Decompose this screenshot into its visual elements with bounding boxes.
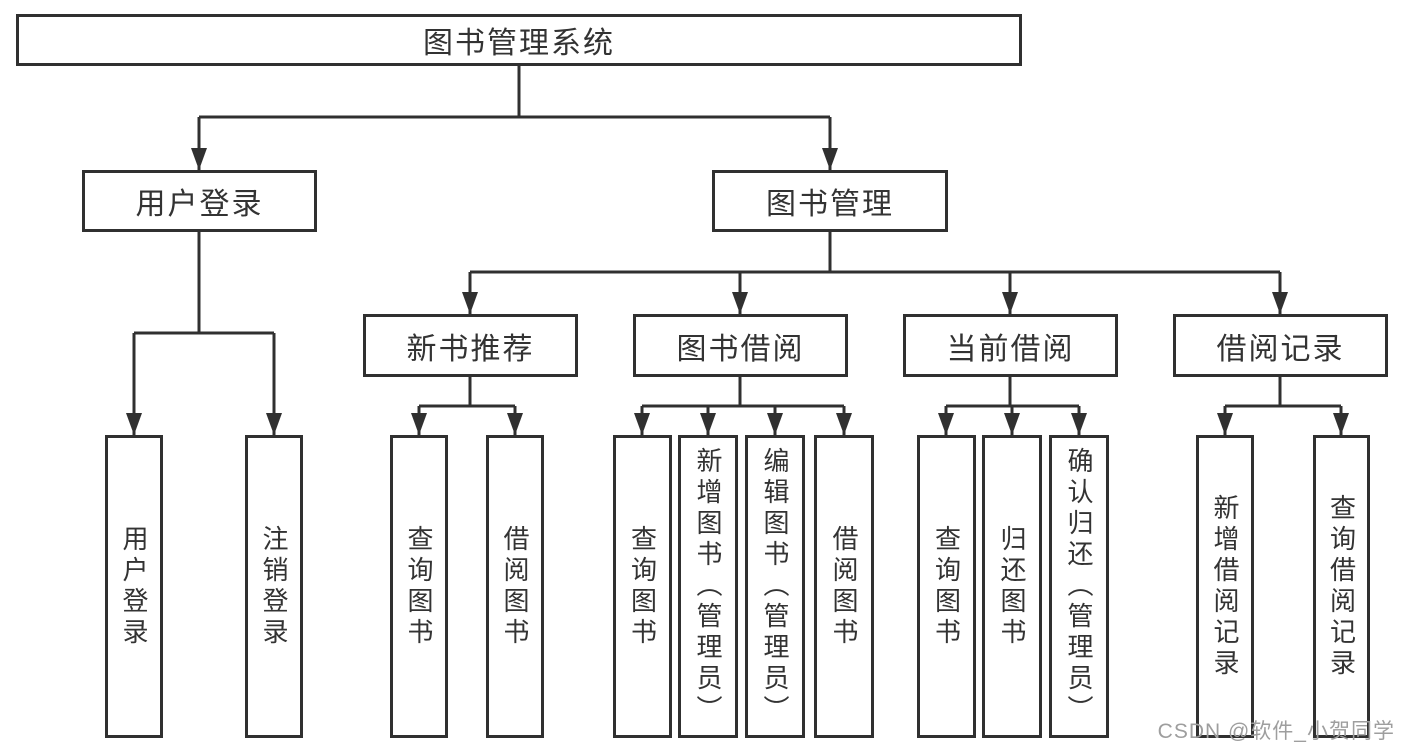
leaf-label: 编辑图书（管理员） [760, 447, 790, 726]
leaf-label: 查询图书 [931, 524, 962, 649]
leaf-label: 注销登录 [259, 524, 289, 649]
leaf-label: 新增借阅记录 [1210, 493, 1240, 680]
node-book-borrow: 图书借阅 [633, 314, 848, 377]
leaf-query-borrow-record: 查询借阅记录 [1313, 435, 1370, 738]
leaf-label: 归还图书 [997, 524, 1027, 649]
node-book-management: 图书管理 [712, 170, 948, 232]
leaf-label: 借阅图书 [829, 524, 859, 649]
node-user-login: 用户登录 [82, 170, 317, 232]
leaf-add-borrow-record: 新增借阅记录 [1196, 435, 1254, 738]
leaf-label: 查询图书 [627, 524, 658, 649]
leaf-label: 查询借阅记录 [1326, 493, 1357, 680]
leaf-label: 确认归还（管理员） [1064, 447, 1094, 726]
leaf-query-books-recommend: 查询图书 [390, 435, 448, 738]
leaf-label: 用户登录 [119, 524, 149, 649]
leaf-query-books-borrow: 查询图书 [613, 435, 672, 738]
node-book-management-system: 图书管理系统 [16, 14, 1022, 66]
csdn-watermark: CSDN @软件_小贺同学 [1157, 720, 1395, 743]
arrowheads [126, 148, 1349, 435]
leaf-label: 借阅图书 [500, 524, 530, 649]
leaf-add-books-admin: 新增图书（管理员） [678, 435, 738, 738]
leaf-user-login: 用户登录 [105, 435, 163, 738]
leaf-edit-books-admin: 编辑图书（管理员） [745, 435, 805, 738]
leaf-confirm-return-admin: 确认归还（管理员） [1049, 435, 1109, 738]
leaf-query-books-current: 查询图书 [917, 435, 976, 738]
node-new-book-recommend: 新书推荐 [363, 314, 578, 377]
leaf-borrow-books: 借阅图书 [814, 435, 874, 738]
leaf-logout-login: 注销登录 [245, 435, 303, 738]
leaf-borrow-books-recommend: 借阅图书 [486, 435, 544, 738]
leaf-label: 查询图书 [404, 524, 434, 649]
node-current-borrow: 当前借阅 [903, 314, 1118, 377]
leaf-return-books: 归还图书 [982, 435, 1042, 738]
node-borrow-records: 借阅记录 [1173, 314, 1388, 377]
leaf-label: 新增图书（管理员） [693, 447, 723, 726]
